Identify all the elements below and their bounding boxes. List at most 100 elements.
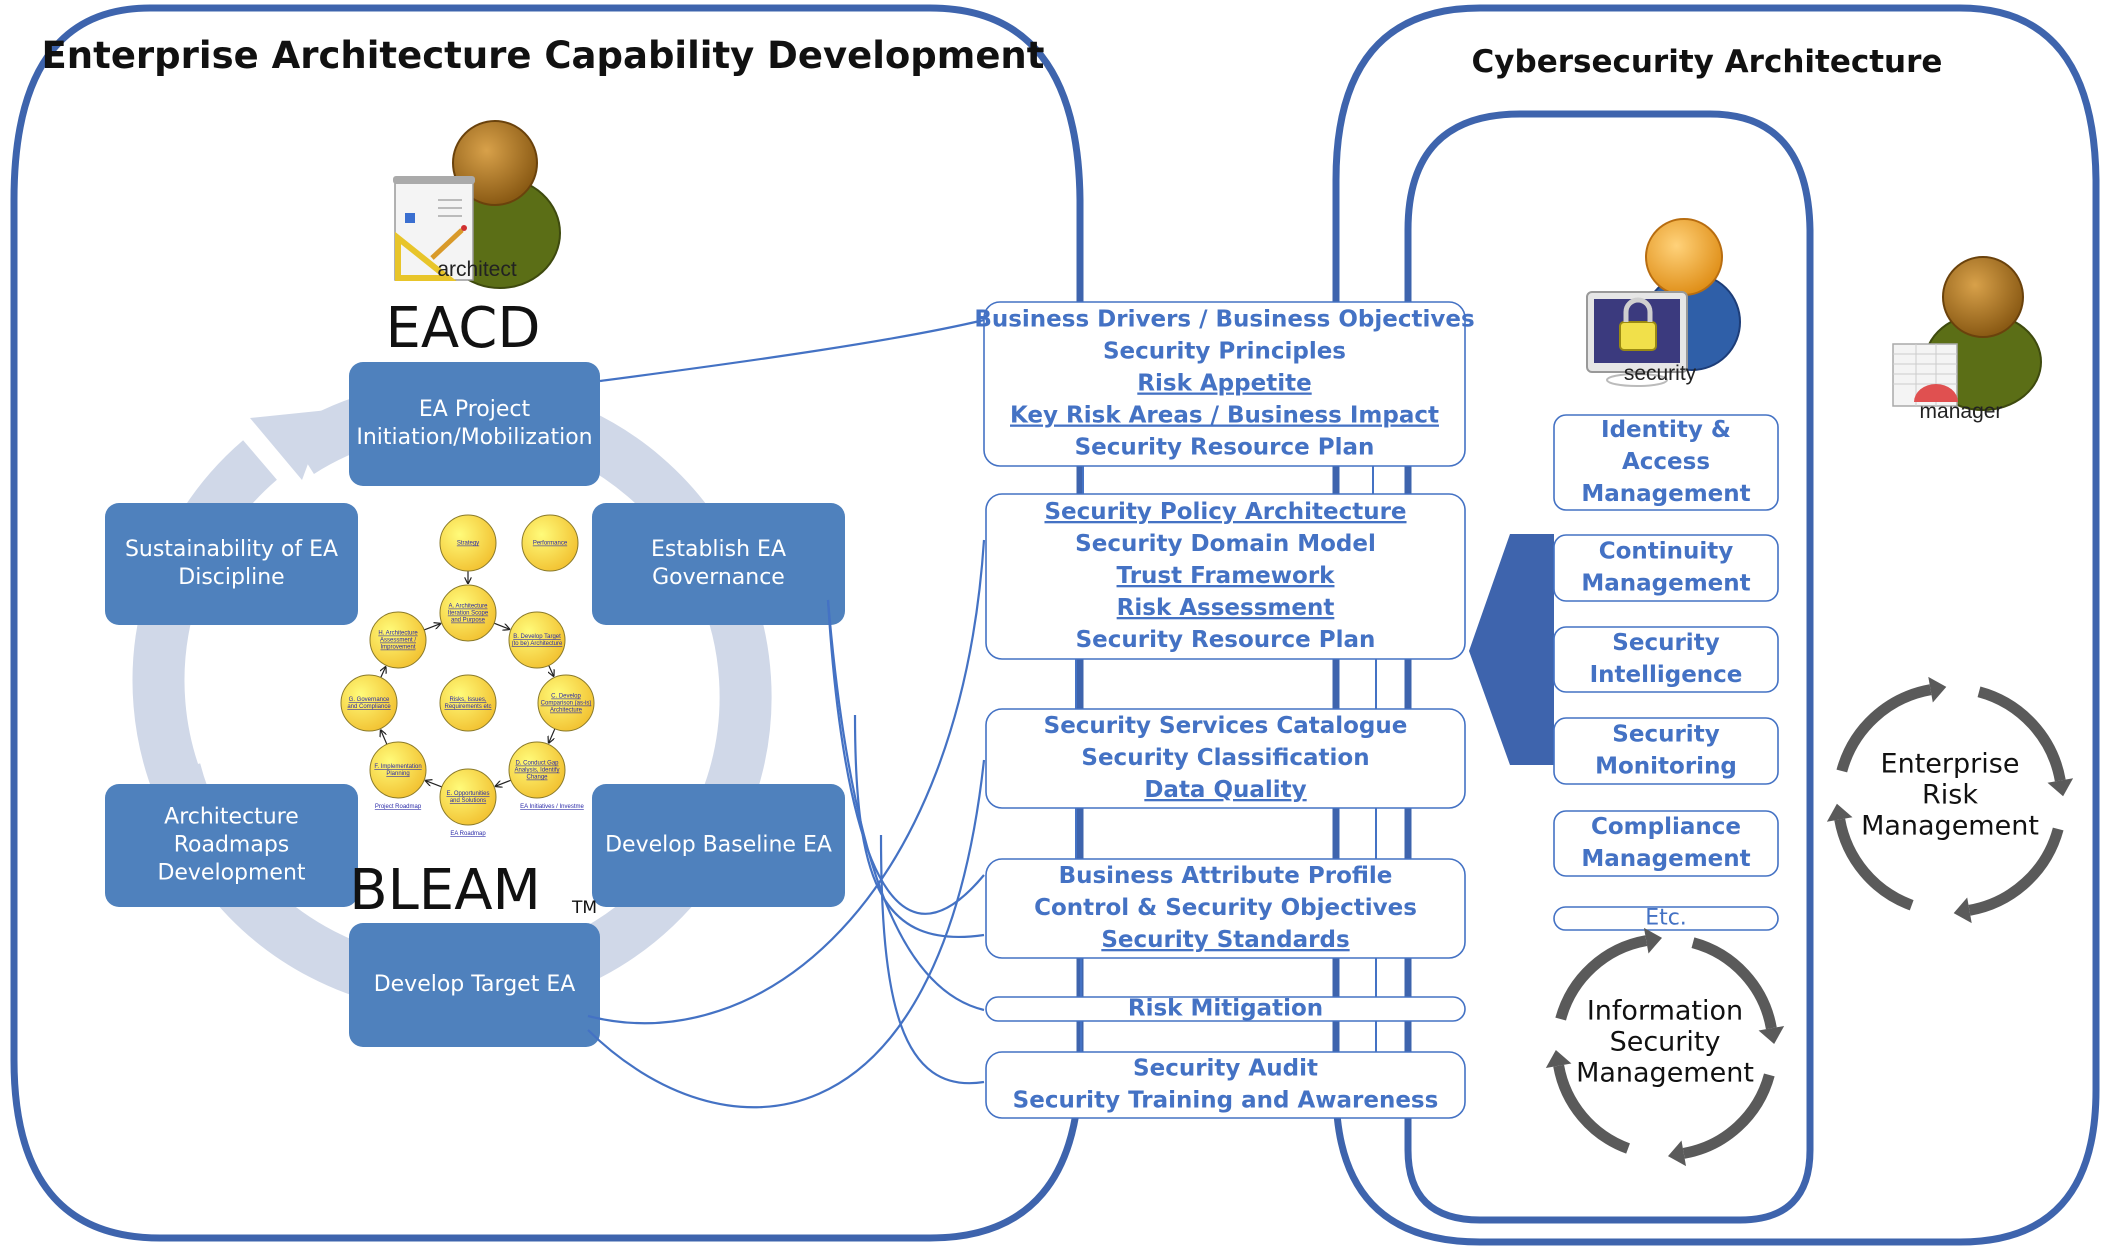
architect-icon-label: architect xyxy=(437,258,517,281)
cycle-arrow-segment xyxy=(1836,684,1932,773)
manager-icon-label: manager xyxy=(1920,400,2003,423)
step-box-background xyxy=(592,784,845,907)
bleam-node-circle xyxy=(508,611,566,669)
connector-target-to-catalogue xyxy=(587,759,986,1109)
security-icon-label: security xyxy=(1624,362,1697,385)
artifact-link[interactable]: Risk Assessment xyxy=(1117,595,1335,621)
step-box-develop-baseline[interactable]: Develop Baseline EA xyxy=(592,784,845,907)
artifact-link[interactable]: Security Standards xyxy=(1101,927,1349,953)
right-panel-outer-frame xyxy=(1332,4,2100,1246)
bleam-process-diagram: Strategy Performance A. ArchitectureIterat… xyxy=(340,514,595,837)
artifact-link[interactable]: Key Risk Areas / Business Impact xyxy=(1010,403,1439,429)
step-box-develop-target[interactable]: Develop Target EA xyxy=(349,923,600,1047)
cycle-arrow-segment xyxy=(1977,686,2066,782)
bleam-node-label: Planning xyxy=(386,771,409,777)
cycle-arrow-segment xyxy=(1553,1064,1631,1154)
cycle-arrow-segment xyxy=(1968,827,2064,916)
right-panel-title: Cybersecurity Architecture xyxy=(1472,44,1943,80)
bleam-caption-link[interactable]: Project Roadmap xyxy=(375,804,422,810)
step-box-label: Architecture xyxy=(164,805,299,830)
artifact-item: Security Classification xyxy=(1081,745,1369,771)
artifact-box-5: Risk Mitigation xyxy=(985,996,1466,1022)
artifact-item: Security Principles xyxy=(1103,339,1346,365)
domain-label: Access xyxy=(1622,449,1710,475)
step-box-label: Discipline xyxy=(178,565,284,590)
bleam-node-performance[interactable]: Performance xyxy=(521,514,579,572)
domain-box-border xyxy=(1553,534,1779,602)
step-box-label: EA Project xyxy=(419,397,531,422)
bleam-node-label: Iteration Scope xyxy=(448,611,489,617)
bleam-node-circle xyxy=(439,674,497,732)
artifact-item: Business Attribute Profile xyxy=(1059,863,1393,889)
artifact-box-border xyxy=(985,708,1466,809)
cycle-arrow-segment xyxy=(1555,935,1648,1021)
cycle-arrowhead-icon xyxy=(1545,1049,1572,1069)
bleam-node-strategy[interactable]: Strategy xyxy=(439,514,497,572)
step-box-label: Development xyxy=(157,861,305,886)
cycle-label: Enterprise xyxy=(1881,749,2020,780)
domain-box-border xyxy=(1553,626,1779,693)
artifact-link[interactable]: Trust Framework xyxy=(1117,563,1336,589)
bleam-node-b[interactable]: B. Develop Target(to be) Architecture xyxy=(508,611,566,669)
cycle-label: Management xyxy=(1576,1058,1754,1089)
artifact-link[interactable]: Data Quality xyxy=(1144,777,1306,803)
bleam-arrow xyxy=(426,781,443,788)
bleam-node-risks[interactable]: Risks, Issues,Requirements etc xyxy=(439,674,497,732)
left-panel-frame xyxy=(10,4,1084,1242)
bleam-arrow xyxy=(423,624,440,631)
bleam-node-label: B. Develop Target xyxy=(513,634,561,640)
bleam-node-label: Assessment / xyxy=(380,638,416,644)
bleam-node-label: Performance xyxy=(533,541,568,547)
middle-column-links xyxy=(1075,466,1377,1052)
cycle-label: Security xyxy=(1610,1027,1721,1058)
bleam-node-label: A. Architecture xyxy=(448,604,488,610)
bleam-node-label: Change xyxy=(526,775,548,781)
bleam-node-circle xyxy=(369,611,427,669)
artifact-box-1: Business Drivers / Business ObjectivesSe… xyxy=(974,301,1475,467)
cycle-arrowhead-icon xyxy=(1928,676,1947,703)
artifact-item: Security Domain Model xyxy=(1075,531,1376,557)
artifact-link[interactable]: Security Policy Architecture xyxy=(1044,499,1406,525)
cycle-arrowhead-icon xyxy=(1667,1140,1687,1167)
bleam-node-label: (to be) Architecture xyxy=(512,641,563,647)
bleam-node-label: Comparison (as-is) xyxy=(541,701,592,707)
bleam-caption-link[interactable]: EA Roadmap xyxy=(450,831,486,837)
artifact-box-border xyxy=(985,1051,1466,1119)
connector-baseline-to-audit xyxy=(879,834,985,1085)
step-box-background xyxy=(105,784,358,907)
bleam-node-circle xyxy=(439,584,497,642)
cycle-arrow-segment xyxy=(1834,818,1914,911)
eacd-label: EACD xyxy=(386,296,541,361)
artifact-item: Risk Mitigation xyxy=(1128,996,1323,1022)
connector-governance-to-attributes xyxy=(826,599,985,915)
cycle-arrowhead-icon xyxy=(1826,803,1853,822)
domain-bracket-arrow xyxy=(1469,534,1554,765)
step-box-background xyxy=(349,362,600,486)
domain-label: Management xyxy=(1581,481,1750,507)
step-box-label: Initiation/Mobilization xyxy=(356,425,592,450)
bleam-caption-link[interactable]: EA Initiatives / Investme xyxy=(520,804,584,810)
bleam-node-label: Requirements etc xyxy=(444,704,491,710)
artifact-link[interactable]: Risk Appetite xyxy=(1137,371,1311,397)
domain-label: Compliance xyxy=(1591,814,1741,840)
connector-project-to-drivers xyxy=(599,318,985,383)
domain-label: Monitoring xyxy=(1595,754,1737,780)
domain-label: Intelligence xyxy=(1590,662,1743,688)
step-box-label: Establish EA xyxy=(651,537,786,562)
